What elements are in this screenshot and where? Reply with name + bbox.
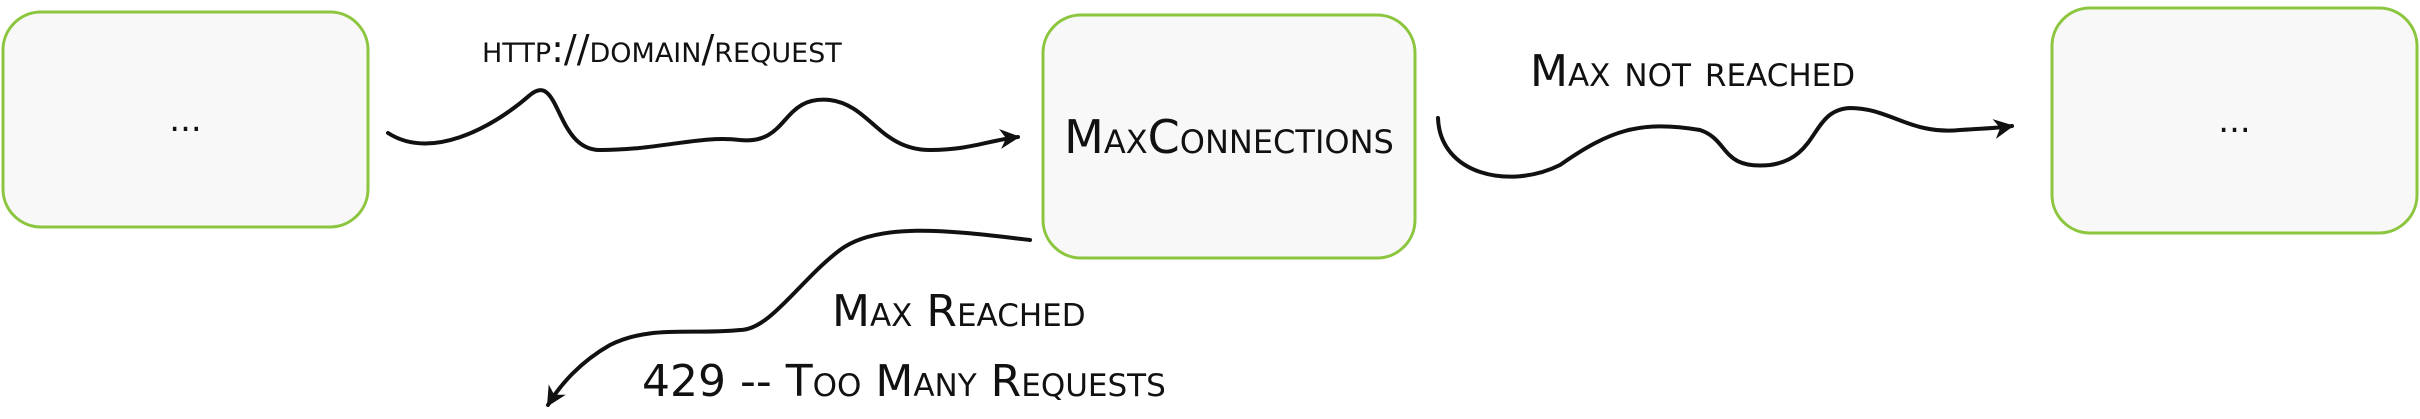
- node-left-label: ...: [169, 99, 202, 140]
- edge-not-reached-arrow: [1436, 105, 2014, 179]
- edge-not-reached-label: Max not reached: [1530, 46, 1856, 97]
- node-right-label: ...: [2218, 100, 2251, 141]
- node-center-label: MaxConnections: [1064, 109, 1394, 164]
- node-center-box: [1041, 13, 1417, 260]
- node-left-box: [1, 10, 370, 229]
- edge-reached-arrow: [546, 228, 1032, 407]
- edge-reached-label: Max Reached: [832, 286, 1086, 337]
- edge-request-label: http://domain/request: [482, 27, 842, 71]
- edge-reached-sublabel: 429 -- Too Many Requests: [642, 356, 1166, 407]
- edge-request-arrow: [386, 88, 1020, 153]
- node-right-box: [2050, 6, 2419, 235]
